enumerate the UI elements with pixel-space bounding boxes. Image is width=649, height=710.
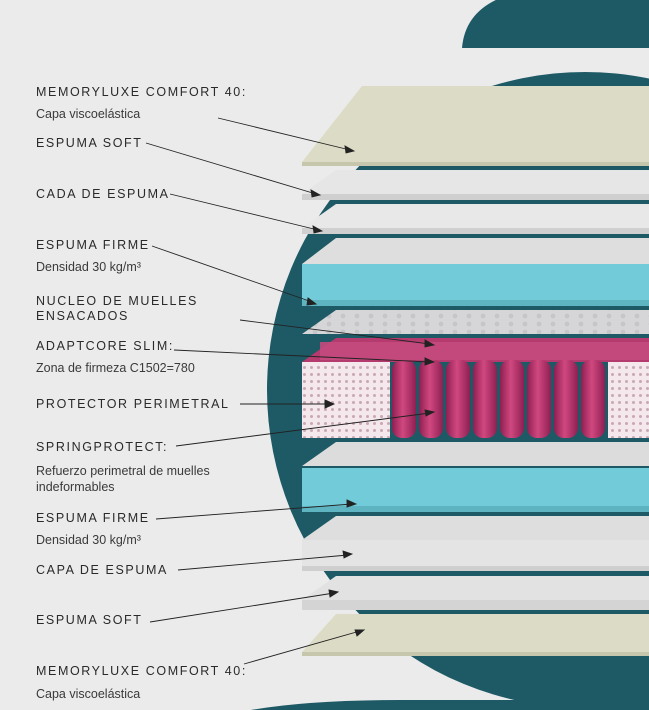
label-nucleo-muelles: NUCLEO DE MUELLES ENSACADOS bbox=[36, 294, 198, 323]
label-espuma-soft-top: ESPUMA SOFT bbox=[36, 136, 143, 150]
label-springprotect-title: SPRINGPROTECT: bbox=[36, 440, 169, 454]
label-springprotect-subtitle: Refuerzo perimetral de muelles indeforma… bbox=[36, 464, 210, 494]
label-cada-de-espuma: CADA DE ESPUMA bbox=[36, 187, 170, 201]
label-protector-perimetral: PROTECTOR PERIMETRAL bbox=[36, 397, 230, 411]
layer-core-plate bbox=[302, 310, 649, 334]
label-espuma-firme-top-title: ESPUMA FIRME bbox=[36, 238, 150, 252]
label-adaptcore-subtitle: Zona de firmeza C1502=780 bbox=[36, 361, 195, 375]
label-espuma-firme-bottom-subtitle: Densidad 30 kg/m³ bbox=[36, 533, 141, 547]
label-memoryluxe-bottom-subtitle: Capa viscoelástica bbox=[36, 687, 141, 701]
layer-foam-top bbox=[302, 204, 649, 228]
layer-soft-foam-top bbox=[302, 170, 649, 194]
layer-soft-foam-bottom-mid bbox=[302, 600, 649, 610]
pocket-springs bbox=[392, 360, 605, 438]
label-espuma-soft-bottom: ESPUMA SOFT bbox=[36, 613, 143, 627]
layer-firm-foam-top-edge bbox=[302, 300, 649, 306]
layer-firm-foam-bottom bbox=[302, 468, 649, 510]
perimeter-left-block bbox=[302, 362, 390, 438]
label-memoryluxe-top-title: MEMORYLUXE COMFORT 40: bbox=[36, 85, 247, 99]
spring-tops bbox=[320, 342, 649, 360]
layer-foam-bottom-edge bbox=[302, 566, 649, 571]
label-memoryluxe-bottom-title: MEMORYLUXE COMFORT 40: bbox=[36, 664, 247, 678]
layer-foam-top-edge bbox=[302, 228, 649, 234]
top-teal-shape bbox=[462, 0, 649, 48]
bottom-teal-shape bbox=[250, 700, 649, 710]
layer-foam-bottom bbox=[302, 516, 649, 540]
layer-foam-bottom-mid bbox=[302, 540, 649, 568]
label-capa-de-espuma: CAPA DE ESPUMA bbox=[36, 563, 168, 577]
layer-lower-plate bbox=[302, 442, 649, 466]
layer-memory-foam-bottom-edge bbox=[302, 652, 649, 656]
label-espuma-firme-top-subtitle: Densidad 30 kg/m³ bbox=[36, 260, 141, 274]
layer-memory-foam-top-edge bbox=[302, 162, 649, 166]
leader-lines bbox=[145, 117, 436, 665]
label-espuma-firme-bottom-title: ESPUMA FIRME bbox=[36, 511, 150, 525]
perimeter-right-block bbox=[608, 362, 649, 438]
layer-firm-foam-top-surface bbox=[302, 238, 649, 264]
layer-soft-foam-bottom bbox=[302, 576, 649, 600]
layer-firm-foam-top bbox=[302, 264, 649, 306]
layer-memory-foam-top bbox=[302, 86, 649, 162]
layer-soft-foam-top-edge bbox=[302, 194, 649, 200]
layer-firm-foam-bottom-edge bbox=[302, 506, 649, 512]
layer-memory-foam-bottom bbox=[302, 614, 649, 652]
label-memoryluxe-top-subtitle: Capa viscoelástica bbox=[36, 107, 141, 121]
label-adaptcore-title: ADAPTCORE SLIM: bbox=[36, 339, 174, 353]
